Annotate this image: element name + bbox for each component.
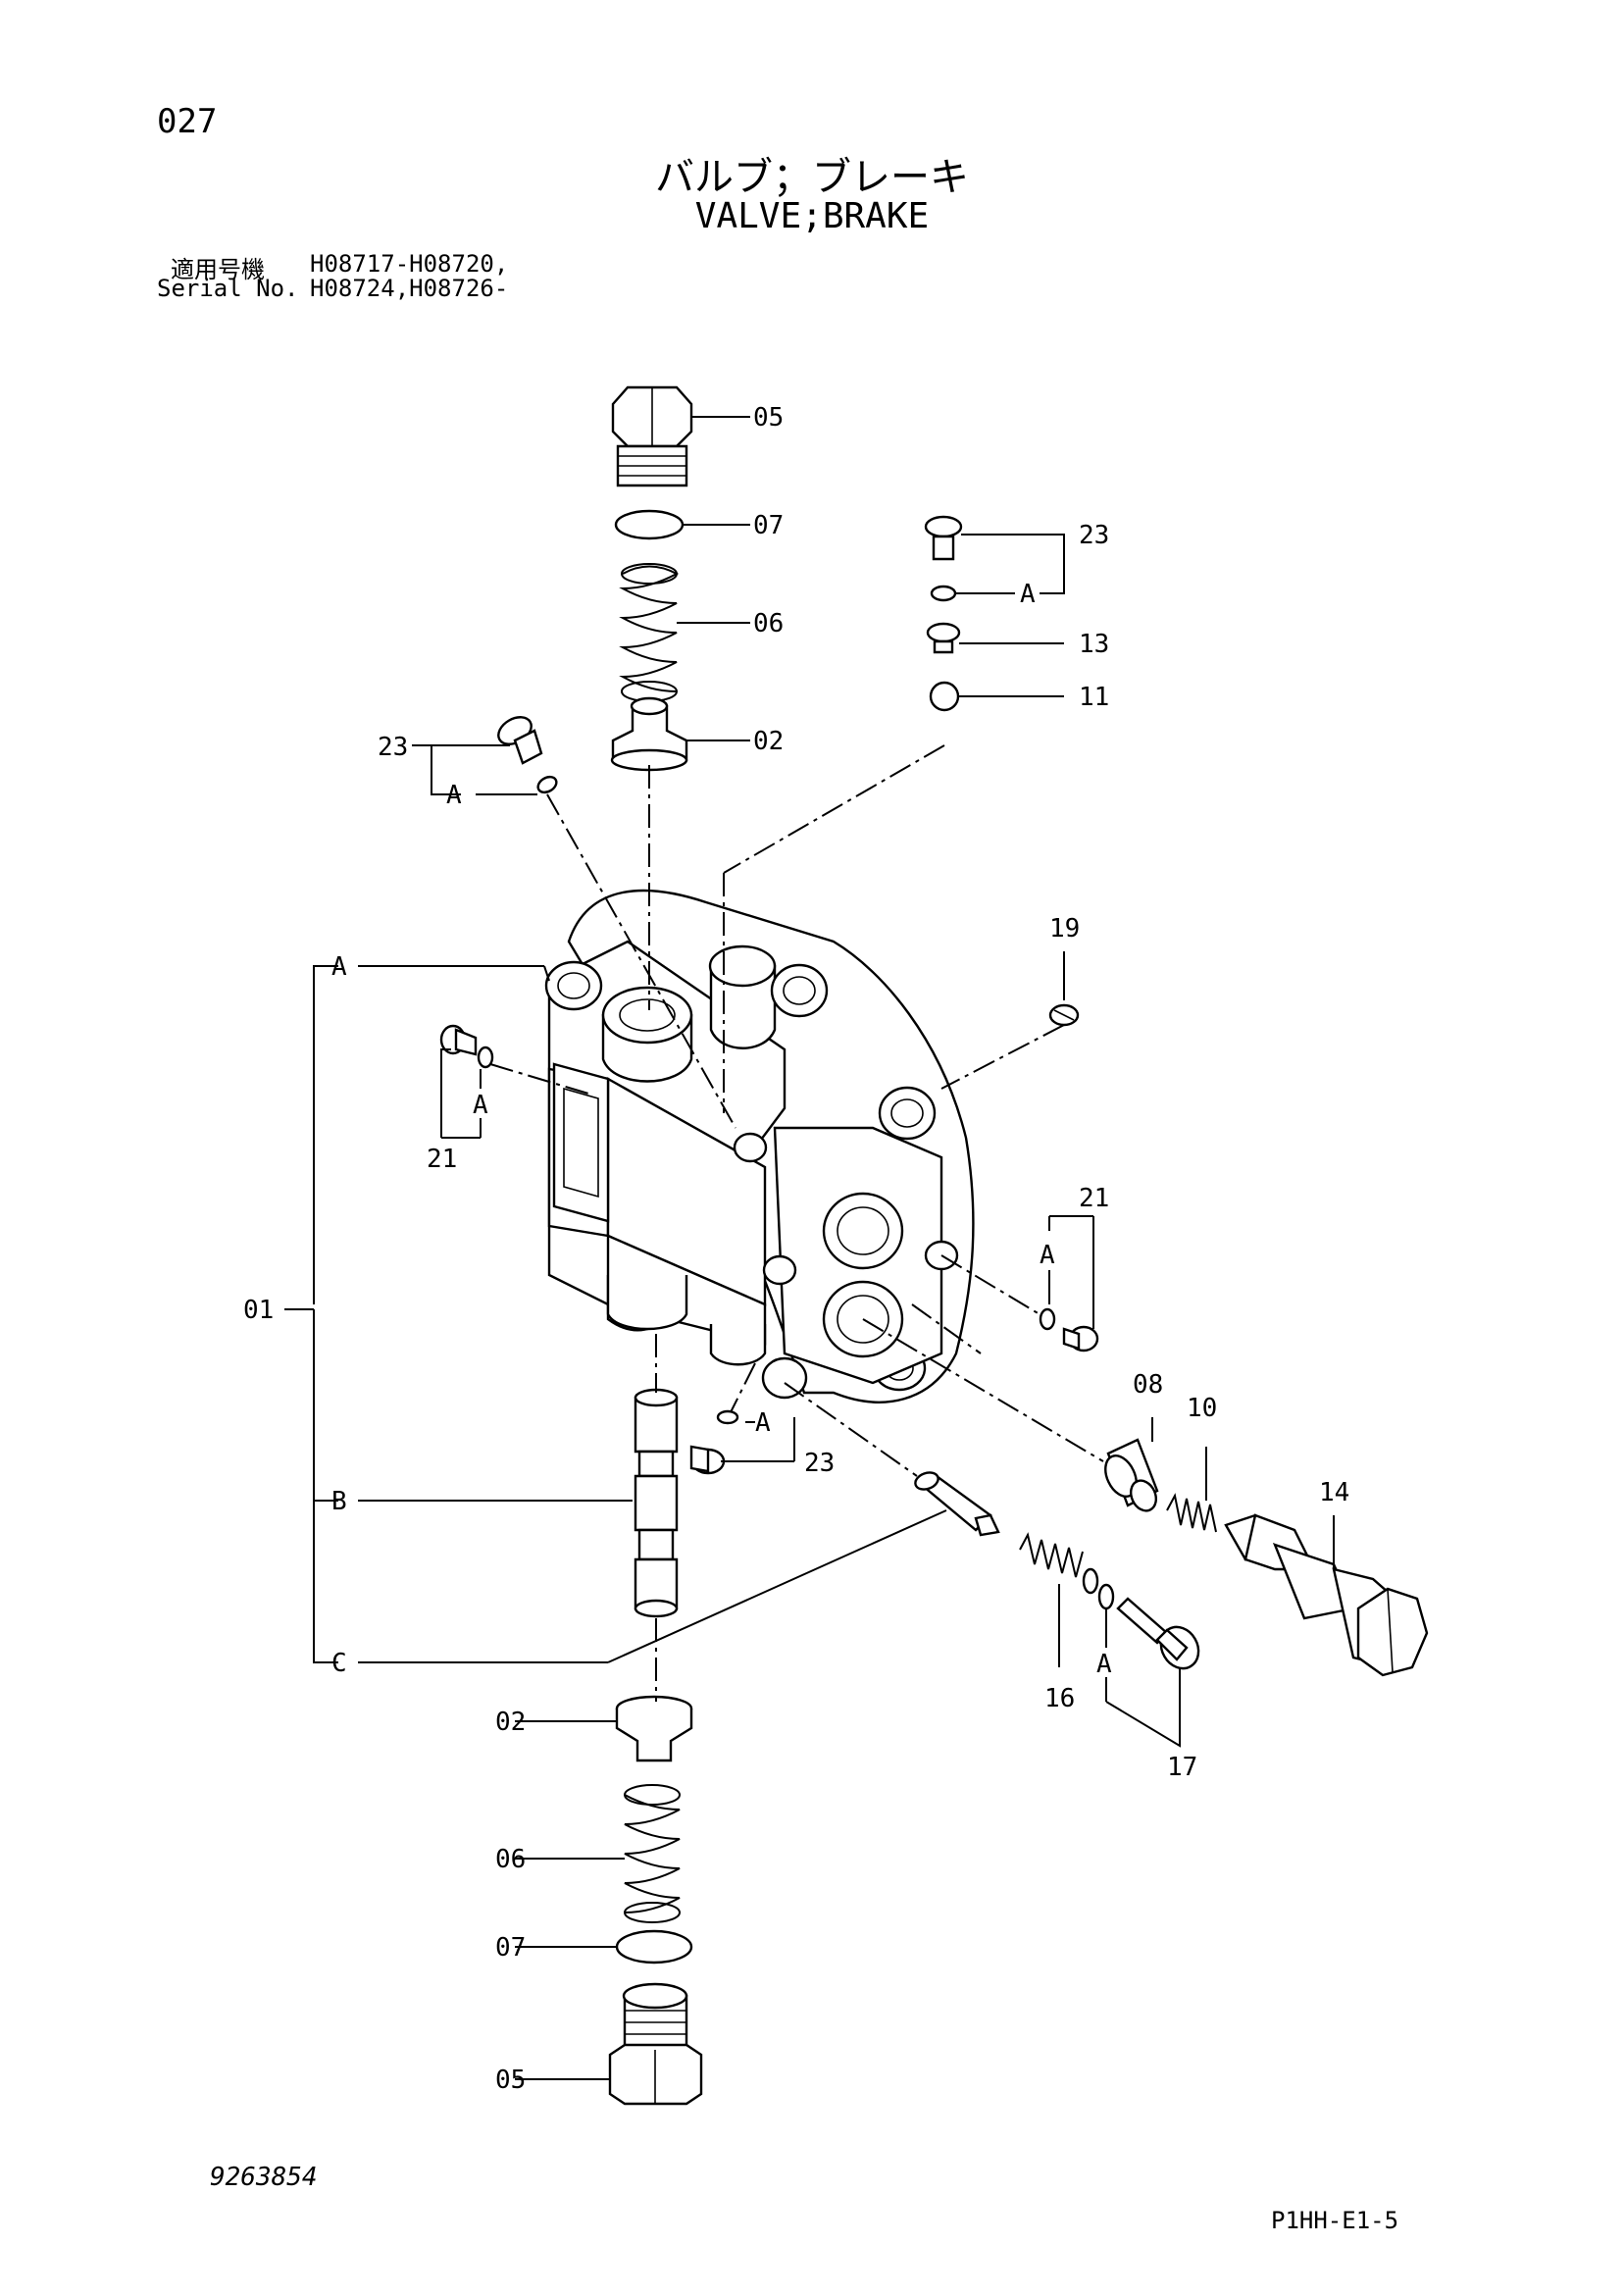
top-plug-05 [611, 385, 693, 487]
callout-05-bottom: 05 [495, 2066, 526, 2095]
callout-02-bottom: 02 [495, 1708, 526, 1737]
callout-c: C [331, 1649, 347, 1678]
callout-17: 17 [1167, 1753, 1197, 1782]
assembly-lines [489, 744, 1104, 1702]
plug-17 [1116, 1597, 1200, 1670]
serial-label-english: Serial No. [157, 275, 299, 302]
callout-14: 14 [1319, 1478, 1349, 1507]
callout-23-upper-left: 23 [378, 733, 408, 762]
callout-labels: 05 07 06 02 23 A 13 11 23 A 19 A A 21 21… [243, 403, 1349, 2095]
callout-b: B [331, 1487, 347, 1516]
plug-13 [926, 622, 961, 654]
callout-23-bottom: 23 [804, 1449, 835, 1478]
callout-a-upper-left: A [446, 781, 462, 810]
ball-11 [929, 681, 960, 712]
serial-label-japanese: 適用号機 [171, 256, 265, 283]
o-ring-a-upper-right [930, 585, 957, 602]
document-number: 9263854 [210, 2163, 318, 2192]
valve-body [544, 889, 975, 1403]
page-title-japanese: バルブ；ブレーキ [655, 155, 969, 200]
callout-10: 10 [1187, 1394, 1217, 1423]
bottom-o-ring-07 [615, 1929, 693, 1964]
bottom-plug-05 [608, 1982, 703, 2106]
bottom-poppet-02 [615, 1695, 693, 1762]
callout-02-top: 02 [753, 727, 784, 756]
top-poppet-02 [610, 696, 688, 772]
callout-21-left: 21 [427, 1145, 457, 1174]
sleeve-08 [1104, 1438, 1159, 1512]
plug-19 [1048, 1003, 1080, 1027]
o-ring-16 [1082, 1567, 1099, 1595]
relief-valve-14 [1224, 1513, 1429, 1677]
callout-a-upper-right: A [1020, 580, 1036, 609]
serial-range-first-line: H08717-H08720, [310, 250, 509, 278]
callout-13: 13 [1079, 630, 1109, 659]
spring-10 [1166, 1493, 1217, 1533]
callout-a-body-top: A [331, 952, 347, 982]
spool-assembly-b [634, 1388, 679, 1618]
o-ring-a-bottom [716, 1409, 739, 1425]
callout-05-top: 05 [753, 403, 784, 433]
callout-a-plug: A [1096, 1650, 1112, 1679]
top-o-ring-07 [614, 509, 685, 540]
o-ring-a-upper-left [536, 775, 558, 794]
callout-07-bottom: 07 [495, 1933, 526, 1963]
plug-21-left [439, 1024, 478, 1056]
plug-21-right [1062, 1325, 1099, 1352]
page-title-english: VALVE;BRAKE [694, 196, 930, 236]
callout-06-top: 06 [753, 609, 784, 638]
o-ring-a-right [1039, 1307, 1056, 1331]
page-number: 027 [157, 102, 218, 141]
callout-06-bottom: 06 [495, 1845, 526, 1874]
plug-23-upper-left [497, 716, 543, 765]
callout-a-right-port: A [1040, 1241, 1055, 1270]
bottom-spring-06 [624, 1784, 681, 1923]
callout-a-left-port: A [473, 1091, 488, 1120]
callout-08: 08 [1133, 1370, 1163, 1400]
o-ring-a-left [477, 1046, 494, 1069]
callout-16: 16 [1044, 1684, 1075, 1713]
callout-19: 19 [1049, 914, 1080, 944]
poppet-stem [914, 1471, 1000, 1537]
plug-23-upper-right [924, 515, 963, 561]
leader-lines [284, 416, 1335, 2080]
callout-01: 01 [243, 1296, 274, 1325]
serial-range-second-line: H08724,H08726- [310, 275, 509, 302]
top-spring-06 [619, 563, 680, 702]
callout-07-top: 07 [753, 511, 784, 540]
callout-a-bottom: A [755, 1408, 771, 1438]
callout-21-right: 21 [1079, 1184, 1109, 1213]
callout-11: 11 [1079, 683, 1109, 712]
spring-16 [1019, 1532, 1084, 1578]
callout-23-upper-right: 23 [1079, 521, 1109, 550]
o-ring-a-plug [1097, 1583, 1115, 1610]
plug-23-bottom [689, 1445, 726, 1475]
page-code: P1HH-E1-5 [1271, 2207, 1399, 2234]
